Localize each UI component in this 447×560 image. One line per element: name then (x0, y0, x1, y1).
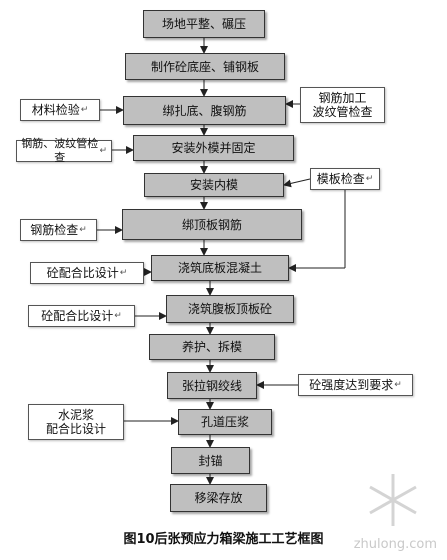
watermark-snowflake-icon (369, 474, 417, 526)
step-outer-formwork: 安装外模并固定 (133, 135, 294, 161)
step-tensioning: 张拉钢绞线 (167, 372, 257, 399)
step-grouting: 孔道压浆 (178, 409, 272, 435)
watermark-text: zhulong.com (353, 537, 437, 552)
input-mix-design-1: 砼配合比设计↵ (30, 262, 144, 284)
step-curing: 养护、拆模 (149, 334, 275, 360)
input-formwork-check: 模板检查↵ (310, 168, 380, 190)
input-cement-mix: 水泥浆 配合比设计 (28, 404, 124, 440)
step-top-slab-rebar: 绑顶板钢筋 (122, 209, 302, 240)
arrow-formwork-check (283, 178, 311, 188)
input-strength-requirement: 砼强度达到要求↵ (298, 374, 413, 396)
step-base-casting: 制作砼底座、铺钢板 (125, 53, 285, 80)
step-inner-formwork: 安装内模 (144, 173, 284, 197)
step-beam-storage: 移梁存放 (170, 484, 267, 512)
step-site-leveling: 场地平整、碾压 (143, 10, 265, 38)
figure-caption: 图10后张预应力箱梁施工工艺框图 (123, 532, 324, 547)
step-bottom-slab-pour: 浇筑底板混凝土 (151, 255, 289, 281)
input-material-check: 材料检验↵ (20, 99, 100, 121)
step-bottom-web-rebar: 绑扎底、腹钢筋 (123, 96, 286, 125)
step-anchor-sealing: 封锚 (171, 447, 250, 474)
input-rebar-check: 钢筋检查↵ (20, 219, 97, 241)
input-rebar-process: 钢筋加工 波纹管检查 (300, 87, 385, 123)
input-mix-design-2: 砼配合比设计↵ (28, 305, 135, 327)
step-web-top-pour: 浇筑腹板顶板砼 (166, 295, 294, 323)
input-rebar-duct-check: 钢筋、波纹管检查↵ (16, 137, 112, 164)
